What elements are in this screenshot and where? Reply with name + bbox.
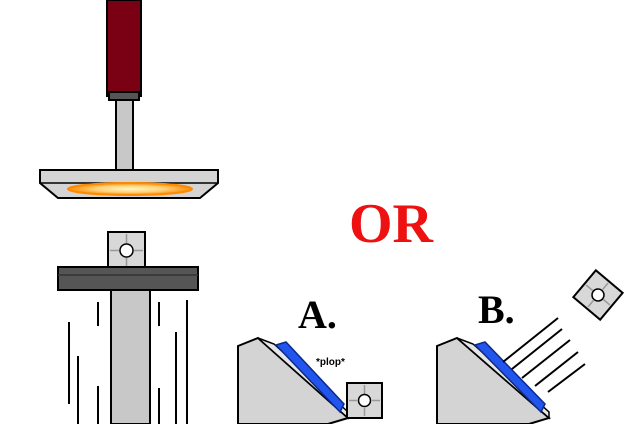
option-a-ramp bbox=[237, 336, 351, 424]
plop-sound-label: *plop* bbox=[316, 357, 345, 368]
press-shaft bbox=[115, 99, 134, 171]
option-b-gel bbox=[473, 341, 546, 414]
motion-lines bbox=[502, 317, 586, 393]
cube-icon bbox=[571, 268, 625, 322]
heat-glow bbox=[67, 182, 193, 196]
heat-press bbox=[39, 0, 219, 199]
or-label: OR bbox=[349, 193, 433, 255]
option-b-ramp bbox=[436, 336, 552, 424]
option-a-label: A. bbox=[298, 292, 337, 337]
cube-icon bbox=[107, 231, 146, 270]
option-a-gel bbox=[274, 341, 345, 414]
press-piston-rod bbox=[106, 0, 142, 97]
pedestal bbox=[57, 266, 199, 424]
press-piston-collar bbox=[108, 91, 140, 101]
cube-icon bbox=[346, 382, 383, 419]
option-b-label: B. bbox=[478, 287, 515, 332]
